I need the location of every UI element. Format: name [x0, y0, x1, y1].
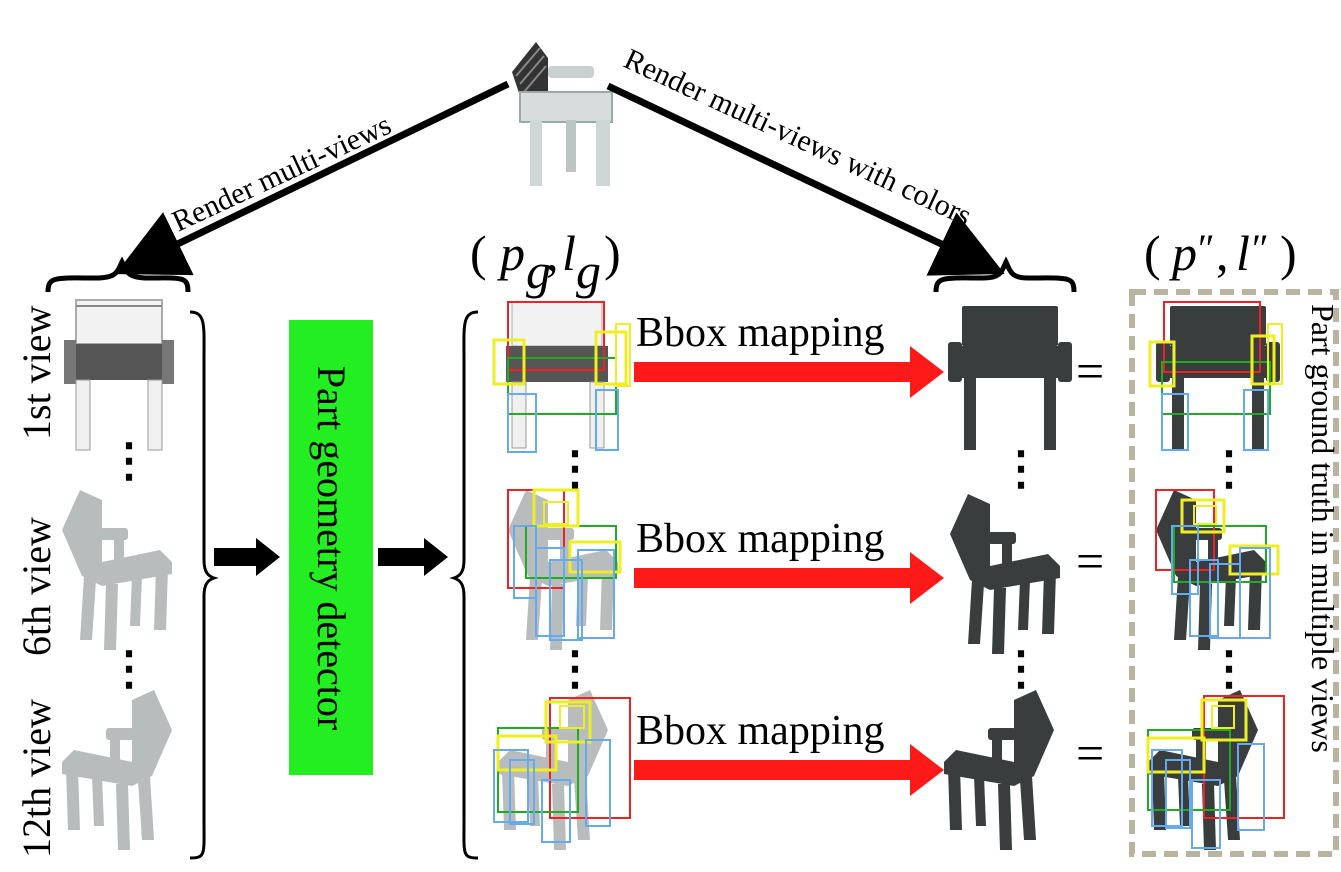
svg-text:″: ″	[1252, 226, 1269, 271]
colored-views-top-brace	[933, 256, 1077, 293]
bbox-mapping-label-2: Bbox mapping	[636, 516, 885, 562]
dark-chair-icon	[948, 306, 1072, 450]
ground-truth-label: ( p ″ , l ″ )	[1144, 225, 1297, 281]
ellipsis-left-1: ⋮	[106, 435, 152, 486]
svg-text:): )	[604, 225, 621, 281]
render-multi-views-label: Render multi-views	[167, 108, 396, 238]
part-geometry-detector-label: Part geometry detector	[309, 366, 354, 730]
view-label-1: 1st view	[14, 305, 59, 440]
detected-view-3	[493, 690, 631, 850]
svg-text:″: ″	[1198, 226, 1215, 271]
svg-text:(: (	[470, 225, 487, 281]
chair-3d-model-icon	[512, 42, 613, 186]
gray-chair-icon	[62, 490, 172, 650]
svg-text:p: p	[497, 225, 525, 281]
equals-sign-1: =	[1076, 343, 1104, 399]
render-arrow-left	[115, 80, 510, 276]
detections-left-brace	[449, 310, 479, 860]
svg-text:,: ,	[1216, 225, 1229, 281]
detections-label: ( p g , l g )	[470, 225, 621, 299]
svg-text:,: ,	[546, 225, 559, 281]
ground-truth-frame	[1129, 289, 1339, 857]
equals-sign-2: =	[1076, 533, 1104, 589]
gray-chair-icon	[64, 299, 174, 451]
bbox-mapping-arrow-2	[634, 552, 944, 604]
svg-text:(: (	[1144, 225, 1161, 281]
svg-text:p: p	[1169, 225, 1197, 281]
ellipsis-gt-2: ⋮	[1206, 643, 1252, 694]
render-multi-views-colors-label: Render multi-views with colors	[619, 42, 977, 232]
bbox-mapping-arrow-1	[634, 346, 944, 398]
equals-sign-3: =	[1076, 725, 1104, 781]
gt-view-2	[1155, 489, 1280, 650]
svg-text:l: l	[1236, 225, 1250, 281]
svg-text:g: g	[526, 243, 551, 299]
ground-truth-caption: Part ground truth in multiple views	[1305, 304, 1341, 753]
gt-view-1	[1148, 301, 1283, 451]
dark-chair-icon	[944, 690, 1054, 850]
gt-view-3	[1146, 690, 1285, 850]
arrow-from-detector	[378, 538, 448, 576]
bbox-mapping-arrow-3	[634, 744, 944, 796]
ellipsis-gt-1: ⋮	[1206, 443, 1252, 494]
part-geometry-detector-box	[289, 320, 373, 775]
svg-text:): )	[1280, 225, 1297, 281]
bbox-mapping-label-3: Bbox mapping	[636, 708, 885, 754]
ellipsis-left-2: ⋮	[106, 643, 152, 694]
svg-text:l: l	[562, 225, 576, 281]
ellipsis-mid-1: ⋮	[552, 443, 598, 494]
ellipsis-dark-1: ⋮	[998, 443, 1044, 494]
gray-chair-icon	[62, 690, 172, 850]
bbox-mapping-label-1: Bbox mapping	[636, 310, 885, 356]
views-top-brace	[45, 256, 191, 293]
render-arrow-right	[606, 82, 1005, 276]
ellipsis-mid-2: ⋮	[552, 643, 598, 694]
svg-text:g: g	[576, 243, 601, 299]
views-right-brace	[189, 310, 219, 860]
arrow-to-detector	[214, 538, 280, 576]
ellipsis-dark-2: ⋮	[998, 643, 1044, 694]
view-label-6: 6th view	[14, 517, 59, 656]
detected-view-2	[507, 488, 622, 650]
view-label-12: 12th view	[14, 699, 59, 858]
dark-chair-icon	[950, 494, 1060, 654]
detected-view-1	[492, 301, 631, 453]
